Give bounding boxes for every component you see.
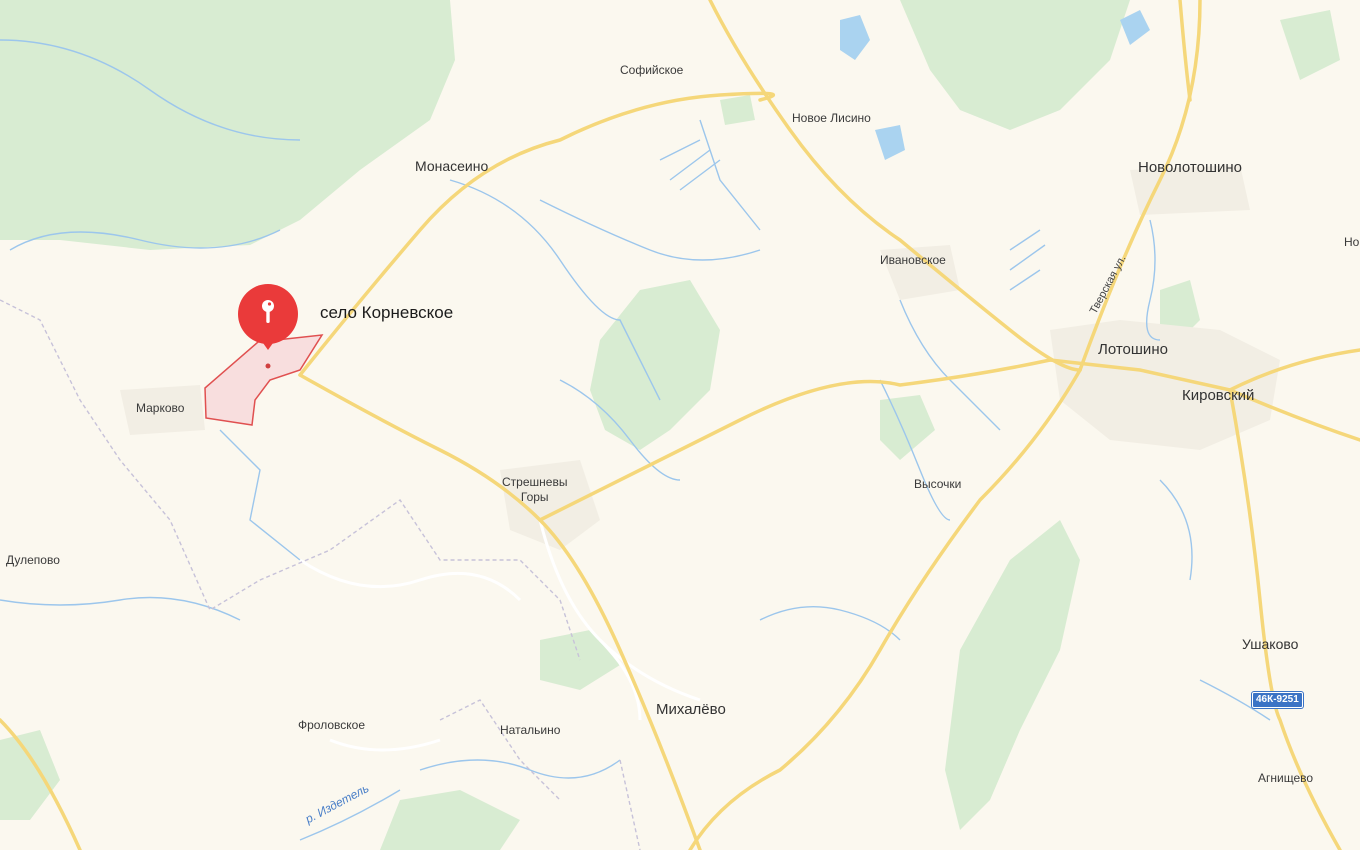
minor-roads (299, 519, 701, 752)
place-label-novolotoshino[interactable]: Новолотошино (1138, 159, 1243, 176)
place-label-vysochki[interactable]: Высочки (914, 477, 962, 491)
place-label-ushakovo[interactable]: Ушаково (1242, 636, 1299, 652)
map-pin-icon[interactable] (234, 284, 302, 352)
place-label-natalino[interactable]: Натальино (500, 723, 561, 737)
place-label-novoe-lisino[interactable]: Новое Лисино (792, 111, 871, 125)
place-label-edge: Но (1344, 235, 1360, 249)
water-bodies (840, 10, 1150, 160)
streams (0, 39, 1271, 841)
place-label-mikhalevo[interactable]: Михалёво (656, 701, 726, 718)
place-label-agnishchevo[interactable]: Агнищево (1258, 771, 1314, 785)
place-label-ivanovskoe[interactable]: Ивановское (880, 253, 946, 267)
selected-area-outline[interactable] (204, 334, 324, 426)
place-label-lotoshino[interactable]: Лотошино (1098, 341, 1168, 358)
place-label-sofiiskoe[interactable]: Софийское (620, 63, 684, 77)
place-label-markovo[interactable]: Марково (136, 401, 185, 415)
place-label-monaseino[interactable]: Монасеино (415, 158, 489, 174)
road-number-shield: 46К-9251 (1252, 692, 1303, 708)
place-label-frolovskoe[interactable]: Фроловское (298, 718, 365, 732)
selected-place-label[interactable]: село Корневское (320, 303, 454, 322)
place-label-streshnevy-gory[interactable]: Стрешневы Горы (502, 475, 568, 504)
district-boundary (0, 299, 641, 850)
place-label-kirovsky[interactable]: Кировский (1182, 387, 1255, 404)
place-label-dulepovo[interactable]: Дулепово (6, 553, 60, 567)
selected-area-centroid-dot (265, 363, 271, 369)
